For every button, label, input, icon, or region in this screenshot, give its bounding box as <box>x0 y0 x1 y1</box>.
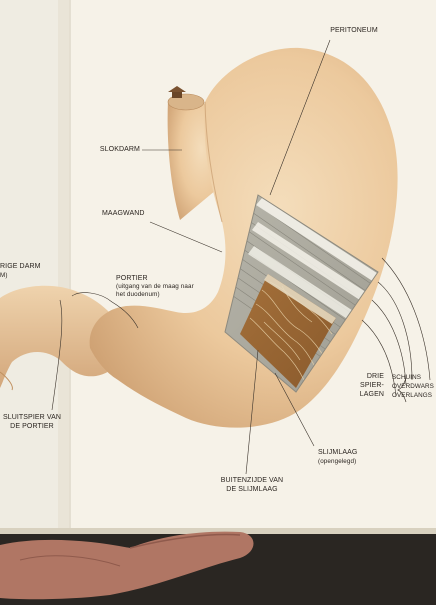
label-slijmlaag-sub: (opengelegd) <box>318 458 357 465</box>
label-portier-sub-1: (uitgang van de maag naar <box>116 283 194 290</box>
label-maagwand: MAAGWAND <box>102 210 145 217</box>
leader-lines <box>51 39 431 475</box>
label-drie-2: SPIER- <box>360 382 384 389</box>
hand <box>0 531 254 600</box>
label-slokdarm: SLOKDARM <box>99 146 140 153</box>
label-slijmlaag: SLIJMLAAG <box>318 449 358 456</box>
label-buitenzijde-1: BUITENZIJDE VAN <box>220 477 284 484</box>
label-overdwars: OVERDWARS <box>392 383 434 390</box>
label-sluitspier-2: DE PORTIER <box>10 423 54 430</box>
label-peritoneum: PERITONEUM <box>330 27 378 34</box>
label-overlangs: OVERLANGS <box>392 392 433 399</box>
duodenum <box>0 285 127 388</box>
label-drie-3: LAGEN <box>359 391 384 398</box>
esophagus <box>167 97 222 220</box>
label-buitenzijde-2: DE SLIJMLAAG <box>226 486 278 493</box>
label-left-edge-2: M) <box>0 272 8 279</box>
label-sluitspier-1: SLUITSPIER VAN <box>2 414 62 421</box>
label-left-edge-1: RIGE DARM <box>0 263 41 270</box>
label-drie-1: DRIE <box>366 373 384 380</box>
label-schuins: SCHUINS <box>392 374 422 381</box>
label-portier-sub-2: het duodenum) <box>116 291 160 298</box>
layers-brace <box>397 377 407 403</box>
label-portier: PORTIER <box>116 275 148 282</box>
